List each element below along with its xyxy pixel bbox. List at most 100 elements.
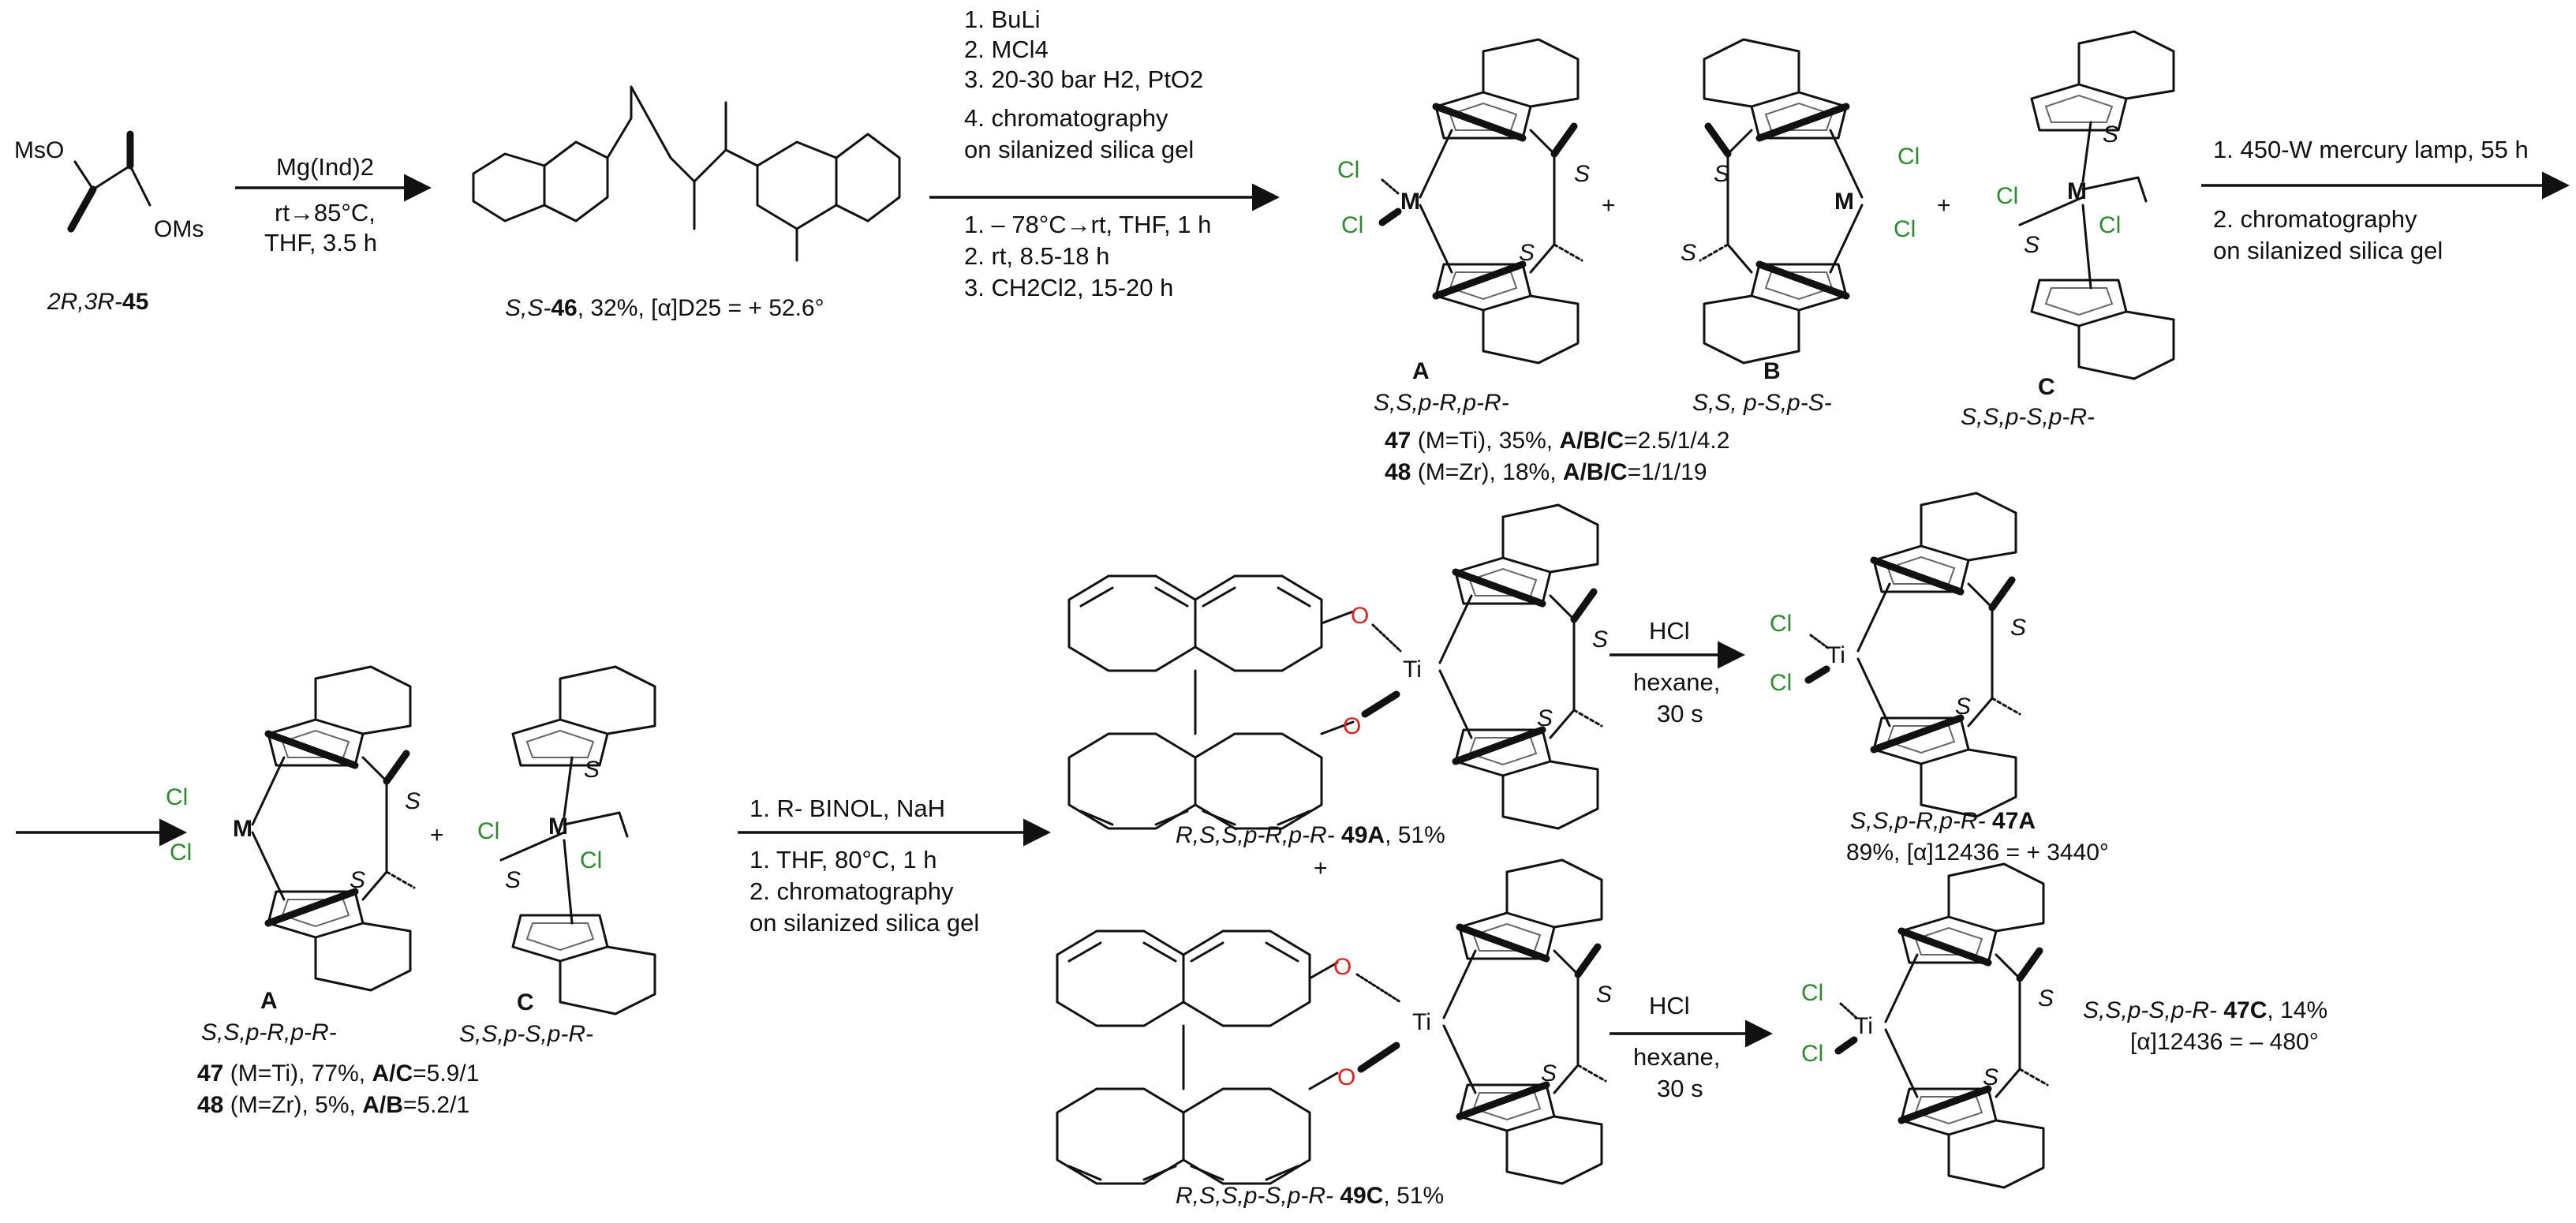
compound-49A: O O Ti S S R,S,S,p-R,p-R- 49A, 51% [1067, 505, 1608, 848]
stereo-s-47c-1: S [2038, 986, 2054, 1012]
oxygen-49c-2: O [1337, 1064, 1355, 1090]
arrow-4: 1. R- BINOL, NaH 1. THF, 80°C, 1 h 2. ch… [738, 795, 1051, 937]
arrow-4-step-1: 1. R- BINOL, NaH [750, 795, 945, 822]
arrow-5-cond-1: hexane, [1633, 668, 1720, 696]
arrow-1: Mg(Ind)2 rt→85°C, THF, 3.5 h [235, 153, 432, 256]
chloride-47c-1: Cl [1801, 980, 1823, 1006]
stereo-s-49a-2: S [1537, 705, 1553, 731]
complex-A2-letter: A [260, 988, 278, 1014]
arrow-2-step-3: 3. 20-30 bar H2, PtO2 [964, 65, 1203, 93]
chloride-c2-2: Cl [580, 847, 602, 873]
stereo-s-c2-2: S [505, 867, 521, 893]
arrow-2-cond-1: 1. – 78°C→rt, THF, 1 h [964, 211, 1211, 238]
complex-A-desc: S,S,p-R,p-R- [1374, 390, 1509, 416]
complex-C-letter: C [2038, 374, 2055, 400]
ratio-47-row1: 47 (M=Ti), 35%, A/B/C=2.5/1/4.2 [1385, 428, 1729, 454]
arrow-4-cond-2: 2. chromatography [750, 877, 954, 905]
stereo-s-49a-1: S [1592, 626, 1608, 653]
arrow-1-cond-1: rt→85°C, [275, 199, 376, 226]
compound-47A-label: S,S,p-R,p-R- 47A [1850, 808, 2036, 834]
complex-B: M Cl Cl S S B S,S, p-S,p-S- [1681, 39, 1920, 416]
compound-47C-rotation: [α]12436 = – 480° [2130, 1029, 2319, 1055]
complex-C2-letter: C [517, 989, 534, 1015]
arrow-2-step-4: 4. chromatography [964, 104, 1168, 132]
complex-C-desc: S,S,p-S,p-R- [1961, 404, 2095, 430]
chloride-47a-2: Cl [1770, 670, 1792, 696]
compound-47C-label: S,S,p-S,p-R- 47C, 14% [2083, 997, 2327, 1023]
ratio-47-row2: 47 (M=Ti), 77%, A/C=5.9/1 [197, 1060, 479, 1086]
complex-C2-desc: S,S,p-S,p-R- [459, 1021, 593, 1047]
arrow-1-cond-2: THF, 3.5 h [264, 229, 377, 256]
oxygen-49c-1: O [1333, 954, 1352, 980]
arrow-5-reagent: HCl [1649, 617, 1690, 645]
chloride-47c-2: Cl [1801, 1041, 1823, 1067]
stereo-s-47a-2: S [1955, 694, 1971, 720]
compound-46: S,S-46, 32%, [α]D25 = + 52.6° [472, 85, 901, 321]
chloride-2: Cl [1341, 212, 1363, 238]
stereo-s-49c-1: S [1596, 982, 1612, 1008]
oms-label: OMs [154, 216, 204, 242]
ratios-row1: 47 (M=Ti), 35%, A/B/C=2.5/1/4.2 48 (M=Zr… [1385, 428, 1729, 485]
arrow-6-reagent: HCl [1649, 992, 1690, 1019]
complex-C-row1: M Cl Cl S S C S,S,p-S,p-R- [1961, 30, 2175, 430]
compound-47C: Ti Cl Cl S S S,S,p-S,p-R- 47C, 14% [α]12… [1801, 864, 2327, 1187]
oxygen-49a-2: O [1343, 713, 1361, 739]
titanium-47a: Ti [1826, 642, 1845, 668]
stereo-s-b2: S [1681, 240, 1696, 266]
arrow-3-step-1: 1. 450-W mercury lamp, 55 h [2213, 136, 2529, 163]
arrow-4-cond-1: 1. THF, 80°C, 1 h [750, 846, 937, 873]
mso-label: MsO [14, 137, 64, 163]
titanium-49c: Ti [1412, 1009, 1431, 1035]
stereo-s-2: S [1519, 240, 1535, 266]
chloride-b1: Cl [1897, 144, 1920, 170]
arrow-5-cond-2: 30 s [1657, 700, 1703, 727]
plus-3: + [430, 822, 444, 848]
arrow-6: HCl hexane, 30 s [1610, 992, 1773, 1102]
compound-47A: Ti Cl Cl S S S,S,p-R,p-R- 47A 89%, [α]12… [1770, 493, 2109, 866]
titanium-49a: Ti [1403, 656, 1422, 683]
titanium-47c: Ti [1854, 1013, 1873, 1039]
chloride-c2-1: Cl [477, 818, 499, 844]
stereo-s-c2-1: S [584, 757, 600, 783]
chloride-a2-1: Cl [166, 784, 188, 810]
arrow-2-cond-3: 3. CH2Cl2, 15-20 h [964, 274, 1173, 301]
stereo-s-c1: S [2103, 122, 2118, 148]
chloride-47a-1: Cl [1770, 611, 1792, 637]
complex-B-desc: S,S, p-S,p-S- [1692, 390, 1832, 416]
complex-B-letter: B [1763, 358, 1781, 384]
metal-label-a2: M [233, 816, 252, 842]
arrow-3-step-3: on silanized silica gel [2213, 237, 2443, 264]
oxygen-49a-1: O [1351, 603, 1369, 629]
chloride-a2-2: Cl [170, 840, 192, 866]
stereo-s-47a-1: S [2010, 615, 2026, 641]
plus-2: + [1937, 193, 1951, 219]
stereo-s-c2: S [2024, 232, 2039, 258]
arrow-3: 1. 450-W mercury lamp, 55 h 2. chromatog… [2201, 136, 2570, 264]
metal-label-b: M [1834, 189, 1854, 215]
plus-1: + [1602, 193, 1616, 219]
compound-49C-label: R,S,S,p-S,p-R- 49C, 51% [1176, 1183, 1444, 1209]
arrow-2-step-2: 2. MCl4 [964, 36, 1049, 63]
chloride-c1: Cl [1996, 183, 2018, 209]
compound-47A-rotation: 89%, [α]12436 = + 3440° [1846, 840, 2109, 866]
compound-45: MsO OMs 2R,3R-45 [14, 130, 204, 315]
arrow-5: HCl hexane, 30 s [1610, 617, 1745, 727]
chloride-b2: Cl [1894, 216, 1916, 242]
stereo-s-47c-2: S [1983, 1064, 1998, 1090]
arrow-2: 1. BuLi 2. MCl4 3. 20-30 bar H2, PtO2 4.… [929, 6, 1280, 301]
stereo-s-a2-2: S [350, 867, 365, 893]
compound-49A-label: R,S,S,p-R,p-R- 49A, 51% [1176, 822, 1445, 848]
metal-label-c2: M [548, 813, 568, 840]
stereo-s-b1: S [1714, 161, 1729, 187]
ratios-row2: 47 (M=Ti), 77%, A/C=5.9/1 48 (M=Zr), 5%,… [197, 1060, 479, 1118]
ratio-48-row2: 48 (M=Zr), 5%, A/B=5.2/1 [197, 1092, 469, 1118]
metal-label-c: M [2067, 178, 2087, 204]
stereo-s-49c-2: S [1541, 1060, 1557, 1086]
arrow-2-step-5: on silanized silica gel [964, 136, 1194, 163]
arrow-1-reagent: Mg(Ind)2 [276, 153, 374, 181]
stereo-s-1: S [1574, 161, 1590, 187]
ratio-48-row1: 48 (M=Zr), 18%, A/B/C=1/1/19 [1385, 459, 1707, 485]
compound-45-label: 2R,3R-45 [47, 289, 148, 315]
arrow-6-cond-1: hexane, [1633, 1043, 1720, 1071]
